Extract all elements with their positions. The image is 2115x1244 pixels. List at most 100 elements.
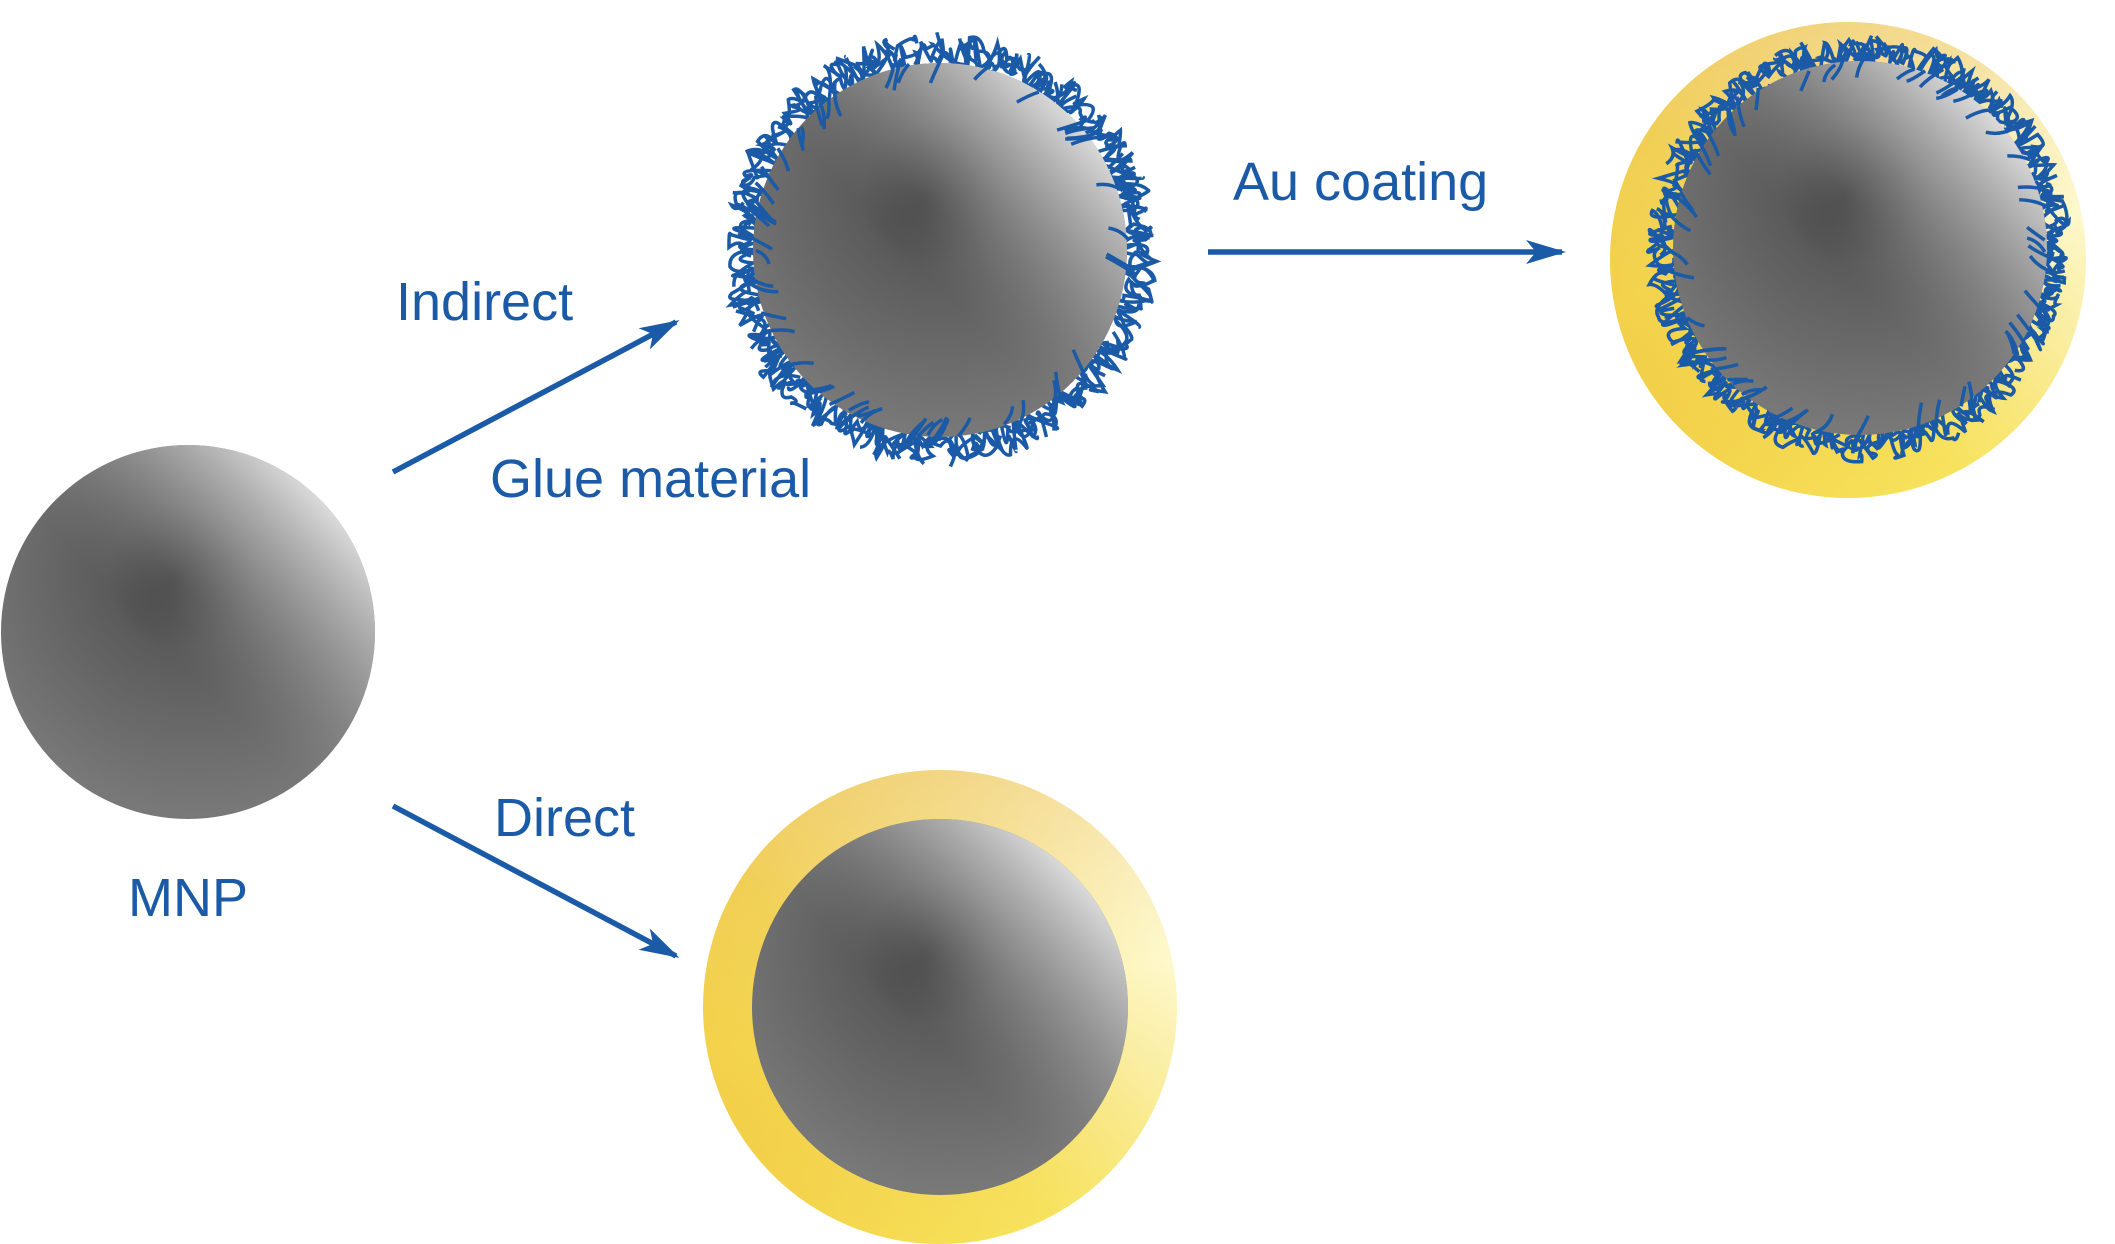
glue-strand — [804, 384, 845, 432]
glue-material-label: Glue material — [490, 449, 811, 509]
glue-strand — [884, 62, 896, 89]
glue-strand — [776, 147, 791, 172]
glue-strand — [932, 418, 950, 445]
glue-strand — [1108, 226, 1131, 242]
direct-label: Direct — [494, 788, 635, 848]
glue-strand — [1822, 63, 1837, 83]
glue-strand — [1965, 108, 1993, 120]
glue-strand — [762, 328, 796, 334]
glue-strand — [1668, 249, 1689, 266]
glue-strand — [1735, 96, 1746, 128]
glue-strand — [1699, 355, 1727, 362]
glue-strand — [912, 41, 970, 67]
glue-strand — [2028, 254, 2058, 275]
glue-strand — [1774, 40, 1838, 74]
glue-strand — [1056, 117, 1091, 132]
glue-strand — [760, 311, 787, 321]
glue-strand — [761, 96, 802, 155]
glue-strand — [1990, 90, 2037, 143]
glue-strand — [825, 97, 831, 120]
glue-strand — [1799, 70, 1811, 92]
glue-strand — [1002, 406, 1014, 426]
glue-strand — [745, 205, 771, 228]
glue-strand — [1688, 98, 1728, 155]
glue-strand — [896, 62, 911, 84]
glue-strand — [1727, 377, 1748, 382]
glue-strand — [828, 390, 856, 407]
gold-shell-indirect-particle — [1610, 22, 2086, 498]
glue-strand — [1985, 127, 2013, 136]
glue-strand — [928, 51, 946, 84]
glue-strand — [855, 34, 919, 71]
glue-strand — [2008, 321, 2030, 351]
glue-strand — [1118, 224, 1162, 298]
glue-strand — [1696, 140, 1713, 167]
glue-strand — [1071, 349, 1089, 381]
glue-strand — [786, 361, 814, 368]
glue-strand — [745, 201, 777, 226]
glue-strand — [1108, 176, 1151, 217]
glue-strand — [902, 421, 924, 448]
glue-strand — [1666, 211, 1692, 233]
glue-strand — [931, 416, 949, 442]
glue-strands-front-final — [1661, 49, 2060, 443]
glue-strand — [1740, 385, 1768, 401]
mnp-particle — [1, 445, 375, 819]
glue-strand — [2017, 185, 2052, 194]
glue-strand — [2015, 313, 2038, 341]
glue-strand — [2004, 329, 2020, 357]
glue-strand — [754, 181, 776, 205]
glue-strand — [2019, 198, 2049, 209]
glue-strand — [745, 274, 774, 288]
glue-strand — [2007, 154, 2031, 162]
glue-strand — [1710, 362, 1739, 372]
glue-strand — [1033, 62, 1089, 114]
glue-strand — [1067, 131, 1098, 141]
glue-strand — [746, 199, 777, 224]
glue-strand — [1952, 89, 1980, 104]
glue-strand — [1064, 125, 1091, 133]
glue-strand — [741, 231, 773, 251]
glue-strand — [808, 384, 835, 396]
glue-strand — [746, 120, 797, 180]
glue-strand — [1740, 387, 1764, 397]
glue-strand — [808, 384, 833, 393]
glue-strands-front — [741, 51, 1136, 448]
glue-strand — [1934, 399, 1942, 428]
glue-strand — [1895, 67, 1915, 81]
glue-strand — [1007, 409, 1058, 454]
glue-strand — [1918, 67, 1945, 89]
glue-strand — [1813, 413, 1835, 435]
glue-strand — [1810, 430, 1861, 452]
gold-shell-direct-particle — [703, 770, 1177, 1244]
direct-arrow — [391, 803, 680, 959]
glue-strand — [1906, 69, 1927, 83]
glue-strand — [2003, 118, 2050, 182]
glue-strand — [1727, 109, 1737, 137]
glue-strand — [1659, 306, 1708, 367]
glue-strand — [1692, 148, 1712, 176]
mnp-label: MNP — [128, 868, 248, 928]
glue-strand — [1886, 415, 1938, 453]
glue-strand — [1678, 191, 1695, 212]
glue-strand — [818, 101, 827, 130]
glue-strand — [1070, 135, 1105, 146]
glue-strand — [1754, 87, 1760, 111]
glue-strand — [1695, 346, 1727, 354]
glue-strand — [2023, 289, 2045, 313]
glue-strand — [1916, 402, 1924, 439]
glue-strand — [1701, 126, 1721, 157]
glue-strand — [906, 417, 928, 446]
glue-strand — [1651, 147, 1699, 205]
glue-strand — [895, 435, 970, 463]
glue-strand — [848, 400, 870, 412]
glue-strand — [796, 127, 806, 152]
glue-strand — [1105, 255, 1136, 276]
glue-strand — [1105, 252, 1136, 272]
glue-strand — [2018, 145, 2058, 200]
glue-strand — [916, 420, 935, 439]
glue-strand — [1685, 316, 1705, 328]
glue-strand — [1830, 56, 1846, 81]
glue-strand — [1016, 90, 1040, 104]
glue-strand — [727, 201, 755, 257]
